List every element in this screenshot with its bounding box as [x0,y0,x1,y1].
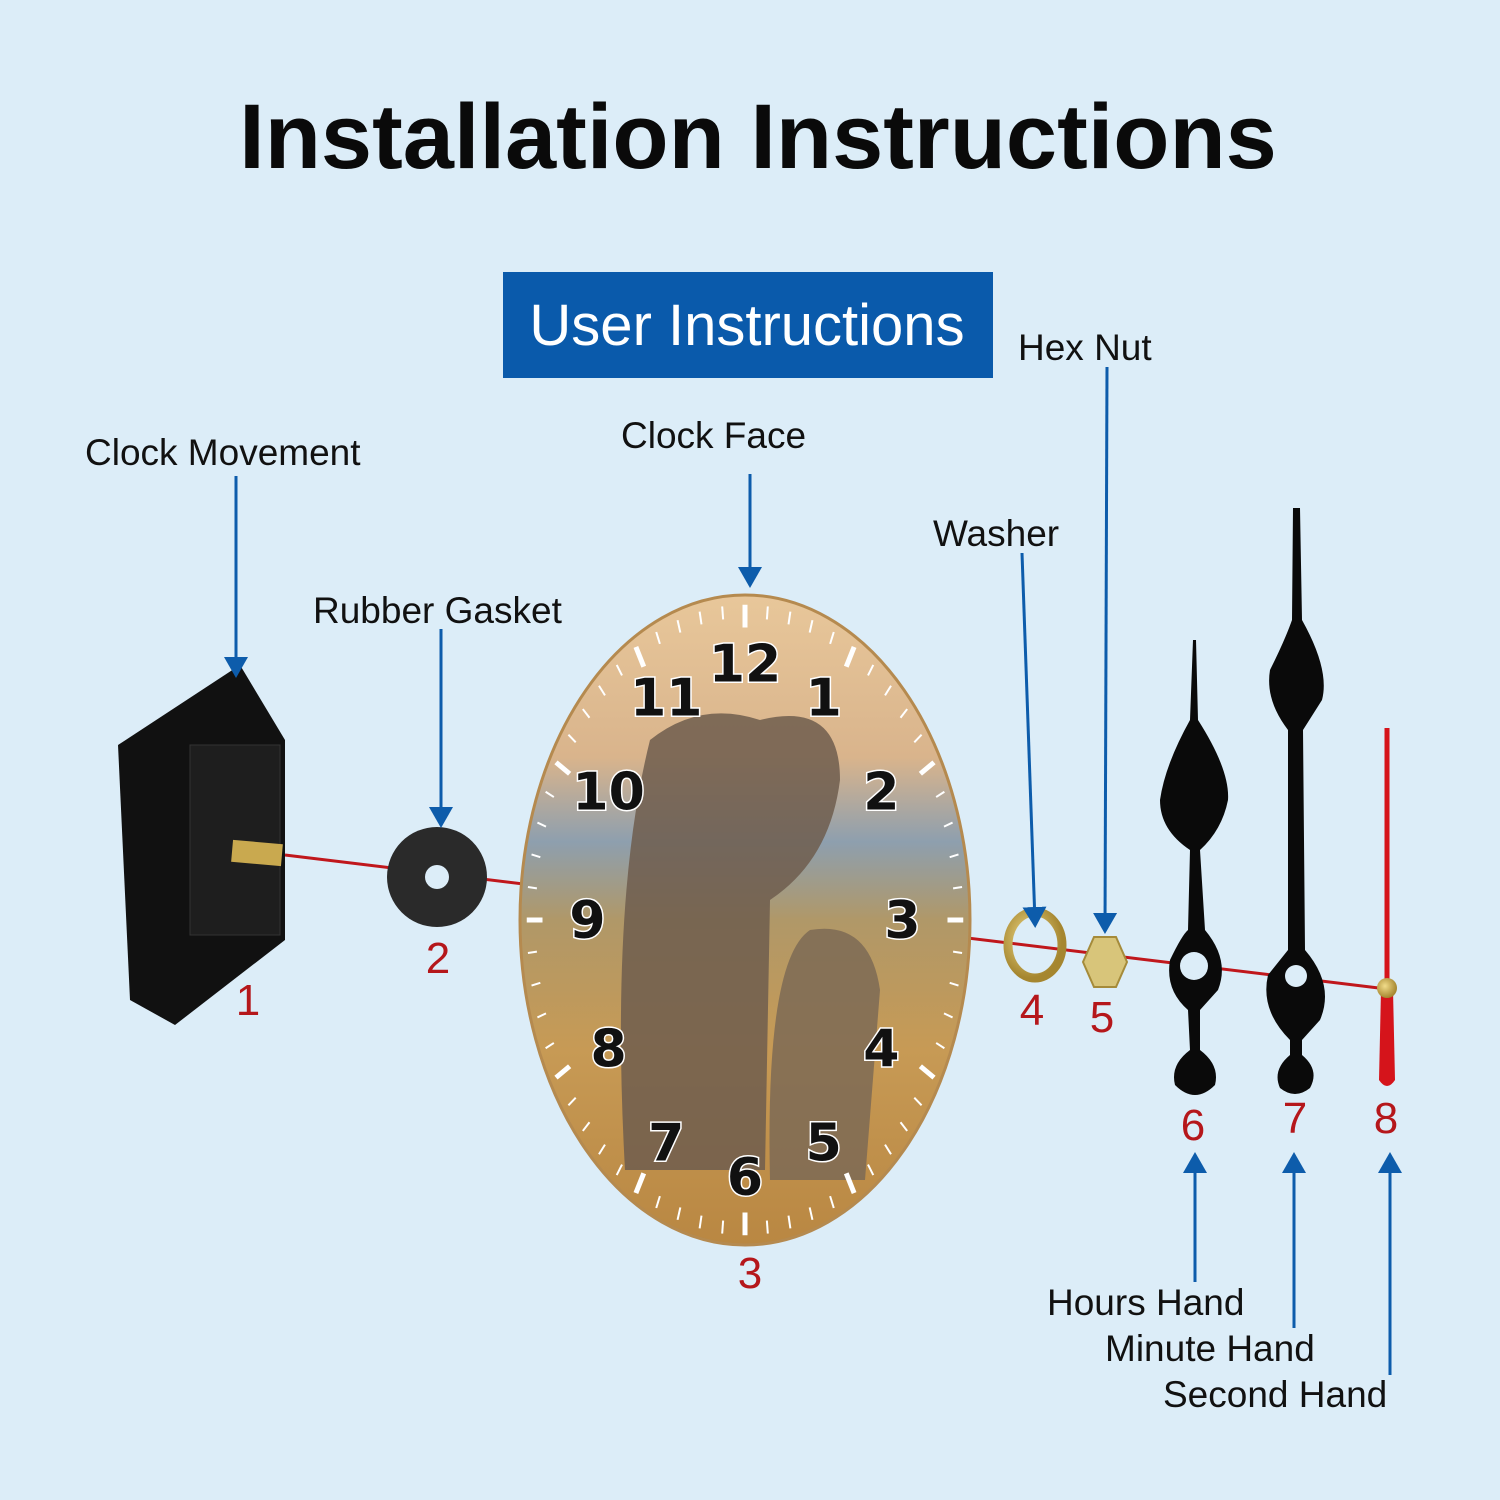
clock-tick [913,734,923,744]
clock-numeral: 12 [709,634,781,694]
clock-tick [676,1207,682,1221]
clock-tick [655,1195,661,1209]
clock-tick [721,1220,725,1234]
label-washer: Washer [933,513,1059,554]
label-hex-nut: Hex Nut [1018,327,1152,368]
clock-tick [567,734,577,744]
clock-tick [554,760,572,776]
clock-tick [913,1096,923,1106]
clock-tick [808,619,814,633]
clock-numeral: 1 [806,669,842,729]
clock-tick [615,1164,623,1176]
clock-tick [554,1064,572,1080]
clock-tick [633,1172,647,1194]
banner-text: User Instructions [529,293,964,358]
clock-tick [765,1220,769,1234]
clock-tick [943,1012,953,1019]
clock-tick [843,646,857,668]
label-minute-hand: Minute Hand [1105,1328,1315,1369]
part-number-1: 1 [236,976,260,1025]
clock-tick [884,1144,892,1155]
clock-tick [545,790,555,798]
page-title: Installation Instructions [239,86,1277,188]
clock-tick [721,606,725,620]
clock-tick [899,708,908,719]
clock-tick [867,1164,875,1176]
clock-tick [808,1207,814,1221]
clock-tick [527,950,538,954]
clock-numeral: 6 [727,1148,763,1208]
hex-nut-icon [1081,936,1129,988]
clock-tick [615,664,623,676]
clock-tick [829,631,835,645]
clock-tick [633,646,647,668]
clock-tick [582,708,591,719]
part-number-8: 8 [1374,1094,1398,1143]
clock-tick [698,611,703,625]
clock-numeral: 4 [863,1019,899,1079]
second-hand-icon [1377,728,1397,1086]
clock-movement-icon [118,665,285,1025]
label-clock-face: Clock Face [621,415,806,456]
clock-tick [527,886,538,890]
clock-tick [952,950,963,954]
clock-tick [829,1195,835,1209]
clock-tick [676,619,682,633]
clock-numeral: 2 [863,763,899,823]
rubber-gasket-icon [387,827,487,927]
part-number-6: 6 [1181,1101,1205,1150]
arrow-hex-nut [1093,366,1118,934]
part-number-5: 5 [1090,993,1114,1042]
part-number-4: 4 [1020,986,1044,1035]
clock-tick [935,790,945,798]
clock-numeral: 9 [569,891,605,951]
label-clock-movement: Clock Movement [85,432,361,473]
clock-numeral: 8 [591,1019,627,1079]
clock-numeral: 11 [630,669,702,729]
clock-tick [567,1096,577,1106]
clock-numeral: 3 [884,891,920,951]
hours-hand-icon [1160,640,1229,1095]
label-rubber-gasket: Rubber Gasket [313,590,563,631]
clock-tick [935,1042,945,1050]
clock-tick [531,853,541,859]
clock-numeral: 5 [806,1113,842,1173]
clock-tick [949,853,959,859]
clock-tick [545,1042,555,1050]
part-number-2: 2 [426,934,450,983]
clock-numeral: 10 [572,763,644,823]
clock-tick [952,886,963,890]
clock-tick [531,981,541,987]
clock-tick [598,1144,606,1155]
clock-tick [787,611,792,625]
label-hours-hand: Hours Hand [1047,1282,1244,1323]
clock-tick [943,821,953,828]
clock-numeral: 7 [648,1113,684,1173]
label-second-hand: Second Hand [1163,1374,1387,1415]
clock-tick [765,606,769,620]
arrow-washer [1020,552,1047,928]
clock-tick [537,821,547,828]
user-instructions-banner [503,272,993,378]
clock-tick [698,1215,703,1229]
clock-tick [598,685,606,696]
clock-tick [899,1121,908,1132]
part-number-7: 7 [1283,1094,1307,1143]
clock-tick [918,1064,936,1080]
clock-tick [582,1121,591,1132]
clock-tick [843,1172,857,1194]
clock-tick [884,685,892,696]
clock-tick [787,1215,792,1229]
clock-tick [949,981,959,987]
part-number-3: 3 [738,1249,762,1298]
clock-tick [537,1012,547,1019]
clock-tick [867,664,875,676]
clock-tick [918,760,936,776]
clock-tick [655,631,661,645]
minute-hand-icon [1266,508,1325,1094]
